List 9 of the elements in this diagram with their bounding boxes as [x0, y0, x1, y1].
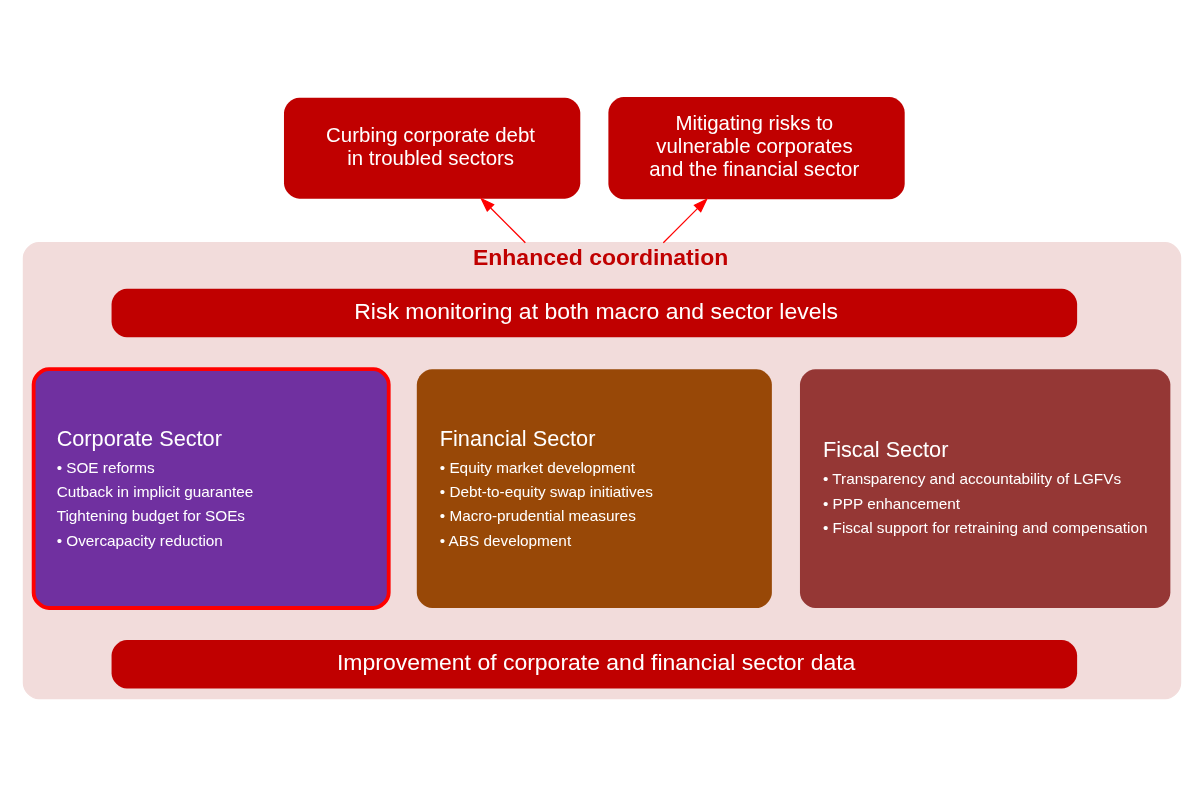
node-box: Financial Sector • Equity market development • Debt-to-equity swap initiatives • Macro-prudential measures • ABS development: [416, 368, 772, 608]
node-box: Risk monitoring at both macro and sector levels: [111, 288, 1078, 337]
node-box: Improvement of corporate and financial sector data: [111, 639, 1078, 688]
arrow: [662, 197, 708, 243]
node-box: Fiscal Sector • Transparency and accountability of LGFVs • PPP enhancement • Fiscal support for retraining and compensation: [799, 368, 1171, 608]
node-box: Corporate Sector • SOE reforms Cutback in implicit guarantee Tightening budget for SOEs • Overcapacity reduction: [31, 366, 391, 610]
arrow: [480, 196, 526, 243]
node-box: Mitigating risks to vulnerable corporates and the financial sector: [608, 96, 905, 199]
node-box: Curbing corporate debt in troubled sectors: [284, 97, 581, 199]
